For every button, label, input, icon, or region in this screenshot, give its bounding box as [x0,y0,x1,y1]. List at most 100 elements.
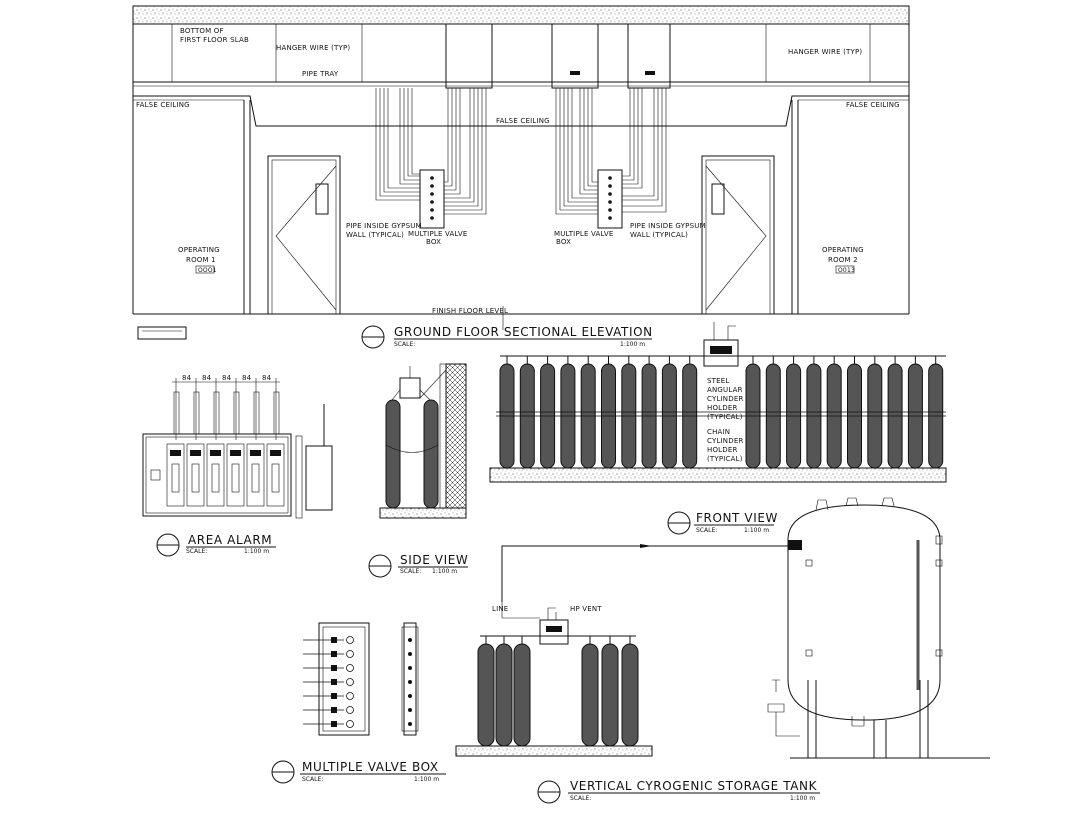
holder-label-4: HOLDER [707,404,738,412]
pipe-gypsum-right-label-1: PIPE INSIDE GYPSUM [630,222,706,230]
room1-tag: OOO1 [198,267,217,274]
side-view: SIDE VIEW SCALE: 1:100 m [368,363,468,578]
alarm-modules [166,443,285,507]
supply-line [501,545,790,602]
mvb-front [318,622,370,736]
slab-label-2: FIRST FLOOR SLAB [180,36,249,44]
mvb-side [403,622,417,736]
valve-knob [346,706,354,714]
tank-cylinder [621,643,639,747]
false-ceiling [133,95,909,127]
mvb-left-label-2: BOX [426,238,441,246]
false-ceiling-right-label: FALSE CEILING [846,101,900,109]
hanger-wire-right-label: HANGER WIRE (TYP) [788,48,862,56]
chain-label-1: CHAIN [707,428,730,436]
tank-cylinders [477,636,639,747]
alarm-dim-5: 84 [262,374,272,382]
first-floor-slab [132,5,910,25]
door-left [267,155,341,315]
room2-label-1: OPERATING [822,246,864,254]
duct-3 [627,23,671,89]
line-label: LINE [492,605,508,613]
side-cylinder-1 [385,399,401,509]
tank-cylinder [581,643,599,747]
sectional-elevation: BOTTOM OF FIRST FLOOR SLAB HANGER WIRE (… [132,5,910,349]
front-view-scale-value: 1:100 m [744,527,769,534]
hp-vent-label: HP VENT [570,605,602,613]
holder-label-5: (TYPICAL) [707,413,743,421]
front-view-title: FRONT VIEW [696,511,778,525]
duct-2 [551,23,599,89]
valve-knob [346,678,354,686]
holder-label-2: ANGULAR [707,386,743,394]
pipe-tray-label: PIPE TRAY [302,70,339,78]
side-view-scale-label: SCALE: [400,568,421,575]
valve-box-scale-label: SCALE: [302,776,323,783]
valve-box-scale-value: 1:100 m [414,776,439,783]
chain-label-4: (TYPICAL) [707,455,743,463]
pipe-gypsum-left-label-2: WALL (TYPICAL) [346,231,404,239]
alarm-dim-2: 84 [202,374,212,382]
area-alarm-scale-label: SCALE: [186,548,207,555]
front-view-scale-label: SCALE: [696,527,717,534]
side-wall-hatch [445,363,467,515]
alarm-dim-3: 84 [222,374,232,382]
valve-box-title: MULTIPLE VALVE BOX [302,760,439,774]
tank-scale-value: 1:100 m [790,795,815,802]
side-regulator [399,377,421,399]
front-plinth [489,467,947,483]
side-cylinder-2 [423,399,439,509]
pipe-gypsum-left-label-1: PIPE INSIDE GYPSUM [346,222,422,230]
pipes-right [555,88,667,215]
multiple-valve-box: MULTIPLE VALVE BOX SCALE: 1:100 m [271,622,446,784]
tank-cylinder [513,643,531,747]
hanger-wires [171,24,871,82]
pipe-gypsum-right-label-2: WALL (TYPICAL) [630,231,688,239]
slab-label-1: BOTTOM OF [180,27,224,35]
valve-box-left [419,169,445,229]
room2-label-2: ROOM 2 [828,256,858,264]
alarm-dim-4: 84 [242,374,252,382]
false-ceiling-center-label: FALSE CEILING [496,117,550,125]
room1-label-2: ROOM 1 [186,256,216,264]
elevation-title: GROUND FLOOR SECTIONAL ELEVATION [394,325,653,339]
tank-cylinder [495,643,513,747]
storage-tank [787,504,941,721]
alarm-side-box [305,445,333,511]
cryogenic-tank-assembly: LINE HP VENT VERTICAL CYROGENIC STORAGE … [455,497,990,804]
duct-1 [445,23,493,89]
valve-knob [346,720,354,728]
alarm-panel [142,433,292,517]
elevation-scale-value: 1:100 m [620,341,645,348]
valve-knob [346,650,354,658]
room2-tag: O013 [838,267,855,274]
tank-legs [807,680,929,758]
valve-box-right [597,169,623,229]
valve-knob [346,692,354,700]
room1-label-1: OPERATING [178,246,220,254]
valve-knob [346,664,354,672]
false-ceiling-left-label: FALSE CEILING [136,101,190,109]
front-view: STEEL ANGULAR CYLINDER HOLDER (TYPICAL) … [489,322,947,535]
stair-symbol [137,326,187,340]
side-view-scale-value: 1:100 m [432,568,457,575]
area-alarm-title: AREA ALARM [188,533,272,547]
holder-label-3: CYLINDER [707,395,744,403]
chain-label-3: HOLDER [707,446,738,454]
manifold-regulator [703,339,739,367]
valve-knob [346,636,354,644]
tank-regulator [539,619,569,645]
tank-cylinder [601,643,619,747]
mvb-right-label-1: MULTIPLE VALVE [554,230,613,238]
gypsum-walls [243,100,799,314]
area-alarm-scale-value: 1:100 m [244,548,269,555]
side-view-title: SIDE VIEW [400,553,468,567]
area-alarm: 84 84 84 84 84 AREA ALARM SCALE: 1 [142,374,333,557]
door-right [701,155,775,315]
chain-label-2: CYLINDER [707,437,744,445]
tank-scale-label: SCALE: [570,795,591,802]
alarm-dim-1: 84 [182,374,192,382]
holder-label-1: STEEL [707,377,729,385]
pipes-left [375,88,487,215]
tank-title: VERTICAL CYROGENIC STORAGE TANK [570,779,818,793]
